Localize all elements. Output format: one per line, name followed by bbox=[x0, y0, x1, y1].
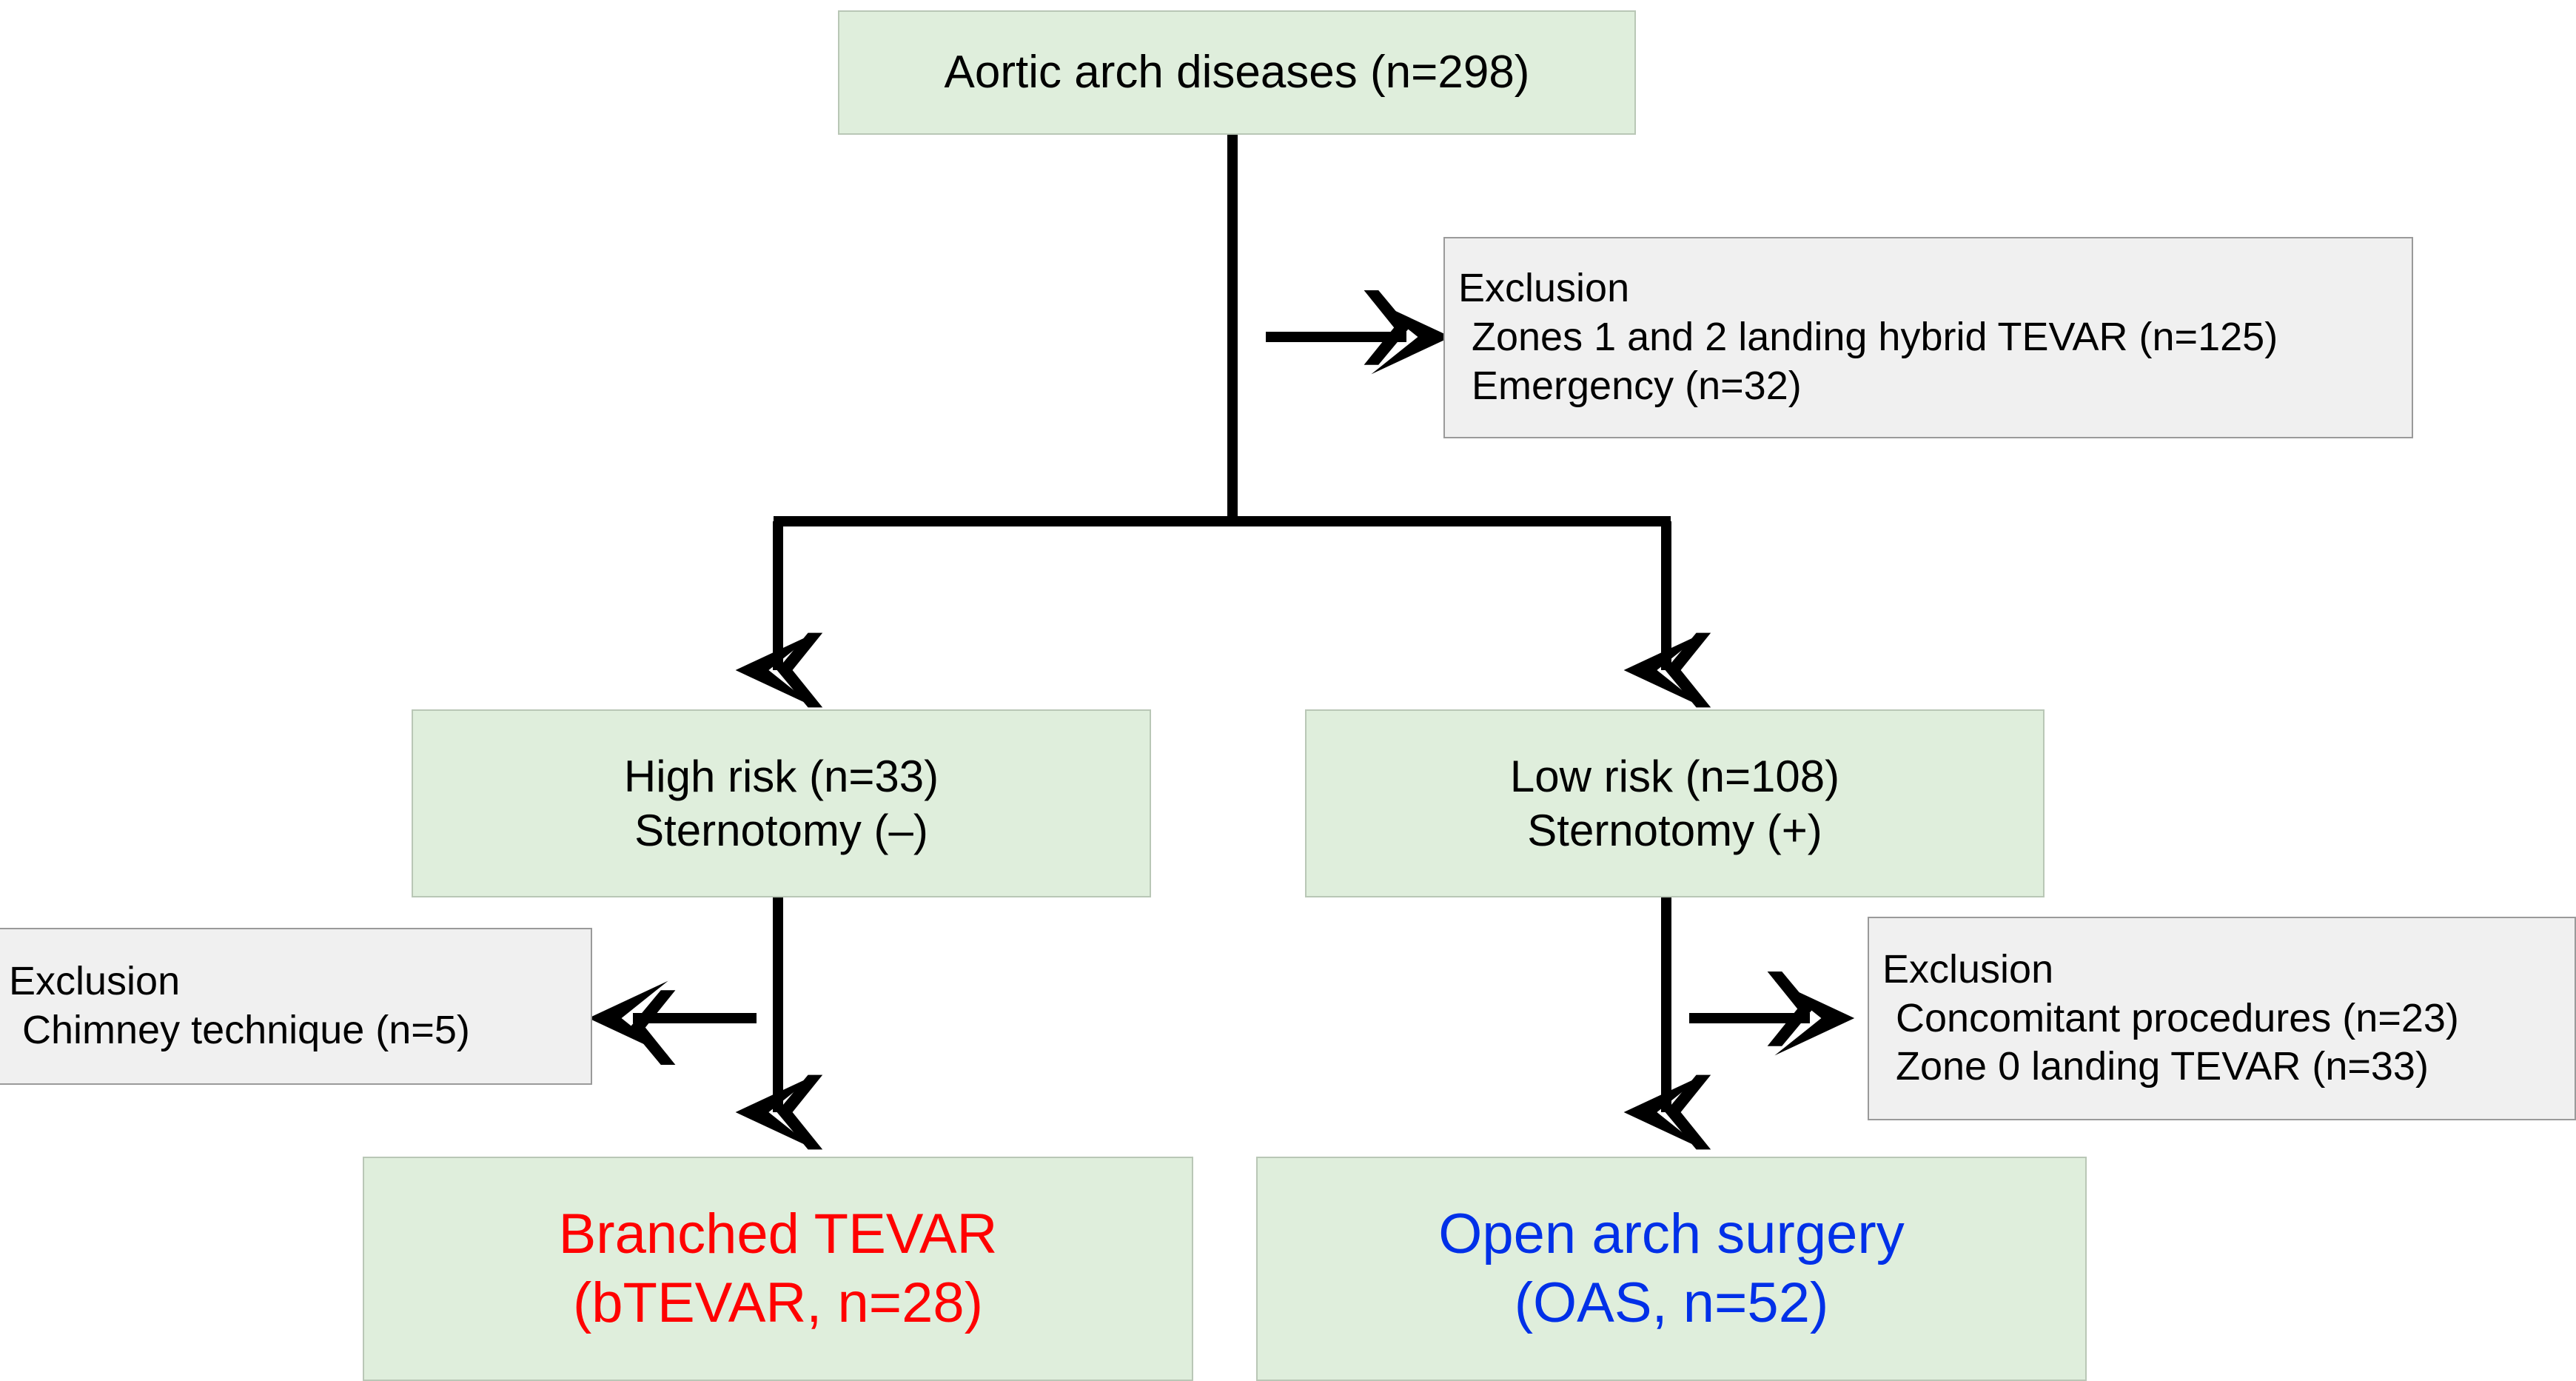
node-high-risk-line2: Sternotomy (–) bbox=[634, 806, 928, 855]
node-aortic-arch-diseases-label: Aortic arch diseases (n=298) bbox=[944, 47, 1530, 98]
node-branched-tevar-line2: (bTEVAR, n=28) bbox=[572, 1271, 984, 1334]
exclusion-left-item-0: Chimney technique (n=5) bbox=[22, 1008, 470, 1052]
node-exclusion-left[interactable]: Exclusion Chimney technique (n=5) bbox=[0, 928, 592, 1085]
exclusion-top-item-1: Emergency (n=32) bbox=[1472, 363, 1802, 408]
exclusion-right-item-1: Zone 0 landing TEVAR (n=33) bbox=[1896, 1044, 2429, 1089]
node-low-risk-line2: Sternotomy (+) bbox=[1527, 806, 1822, 855]
node-exclusion-right[interactable]: Exclusion Concomitant procedures (n=23) … bbox=[1868, 917, 2576, 1120]
exclusion-top-item-0: Zones 1 and 2 landing hybrid TEVAR (n=12… bbox=[1472, 315, 2278, 360]
node-open-arch-surgery-line1: Open arch surgery bbox=[1438, 1202, 1905, 1265]
exclusion-left-heading: Exclusion bbox=[9, 959, 181, 1004]
node-high-risk[interactable]: High risk (n=33) Sternotomy (–) bbox=[412, 709, 1151, 897]
node-open-arch-surgery-line2: (OAS, n=52) bbox=[1514, 1271, 1829, 1334]
node-open-arch-surgery[interactable]: Open arch surgery (OAS, n=52) bbox=[1256, 1157, 2087, 1381]
exclusion-right-heading: Exclusion bbox=[1882, 946, 2054, 992]
node-branched-tevar-line1: Branched TEVAR bbox=[558, 1202, 998, 1265]
node-branched-tevar[interactable]: Branched TEVAR (bTEVAR, n=28) bbox=[363, 1157, 1193, 1381]
node-aortic-arch-diseases[interactable]: Aortic arch diseases (n=298) bbox=[838, 10, 1636, 135]
exclusion-top-heading: Exclusion bbox=[1458, 266, 1630, 311]
node-low-risk[interactable]: Low risk (n=108) Sternotomy (+) bbox=[1305, 709, 2045, 897]
node-low-risk-line1: Low risk (n=108) bbox=[1509, 751, 1840, 801]
exclusion-right-item-0: Concomitant procedures (n=23) bbox=[1896, 995, 2459, 1040]
node-high-risk-line1: High risk (n=33) bbox=[623, 751, 939, 801]
node-exclusion-top[interactable]: Exclusion Zones 1 and 2 landing hybrid T… bbox=[1443, 237, 2413, 438]
